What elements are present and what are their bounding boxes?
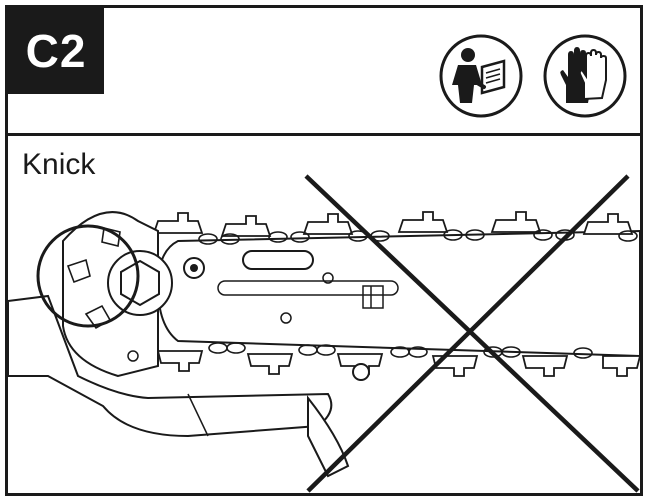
knick-label: Knick [22,148,96,181]
panel-header: C2 [8,8,640,136]
chainsaw-chain-illustration [8,174,640,493]
wear-gloves-icon [543,34,627,118]
read-manual-icon [439,34,523,118]
instruction-panel: C2 Knick [5,5,643,496]
step-badge: C2 [8,8,104,94]
